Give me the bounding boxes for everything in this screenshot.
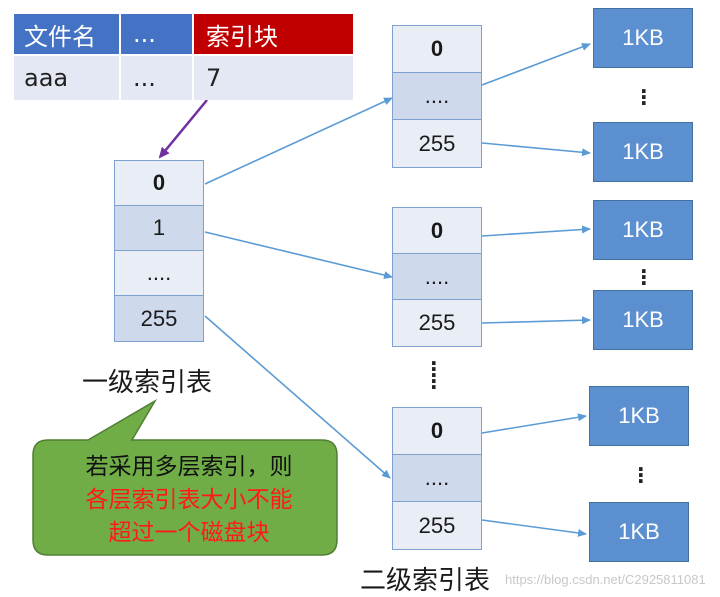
level1-cell: .... [115,251,203,296]
level2-cell: 0 [393,26,481,73]
callout-line-2: 各层索引表大小不能 [85,487,293,513]
level2-cell: 0 [393,408,481,455]
vertical-ellipsis: ····· [430,351,438,399]
callout-line-1: 若采用多层索引，则 [85,454,293,480]
level2-table-label: 二级索引表 [360,566,491,596]
data-block: 1KB [589,386,689,446]
data-block: 1KB [593,8,693,68]
vertical-ellipsis: ··· [637,457,645,493]
level2-cell: .... [393,254,481,300]
level2-to-block-arrow-4 [481,413,587,434]
level1-cell: 255 [115,296,203,341]
file-table-header-index-block: 索引块 [194,14,353,54]
level1-to-level2-arrow-0 [204,97,393,185]
level1-cell: 1 [115,206,203,251]
data-block: 1KB [593,200,693,260]
level2-cell: .... [393,455,481,502]
file-table-cell-index-block: 7 [194,56,353,100]
level2-cell: 255 [393,120,481,167]
file-table-header-ellipsis: ... [121,14,192,54]
level2-to-block-arrow-5 [481,519,587,537]
vertical-ellipsis: ··· [640,79,648,115]
data-block: 1KB [593,122,693,182]
level2-to-block-arrow-3 [481,316,591,325]
level2-index-table: 0 .... 255 [392,25,482,168]
level2-to-block-arrow-1 [481,142,591,157]
level2-index-table: 0 .... 255 [392,407,482,550]
level2-to-block-arrow-0 [481,43,591,86]
level1-cell: 0 [115,161,203,206]
level1-table-label: 一级索引表 [82,368,213,398]
level2-cell: 255 [393,300,481,346]
callout-line-3: 超过一个磁盘块 [108,520,270,546]
data-block: 1KB [593,290,693,350]
index-block-pointer-arrow [158,99,208,159]
callout-text: 若采用多层索引，则 各层索引表大小不能 超过一个磁盘块 [44,451,334,550]
level2-cell: 255 [393,502,481,549]
data-block: 1KB [589,502,689,562]
level2-index-table: 0 .... 255 [392,207,482,347]
file-table-header-filename: 文件名 [14,14,119,54]
file-table-cell-filename: aaa [14,56,119,100]
level1-to-level2-arrow-2 [204,315,391,479]
level2-to-block-arrow-2 [481,225,591,237]
vertical-ellipsis: ··· [640,259,648,295]
file-table-cell-ellipsis: ... [121,56,192,100]
level2-cell: .... [393,73,481,120]
watermark-text: https://blog.csdn.net/C2925811081 [505,572,706,587]
level1-to-level2-arrow-1 [204,231,393,280]
level1-index-table: 0 1 .... 255 [114,160,204,342]
callout-bubble [32,398,338,556]
level2-cell: 0 [393,208,481,254]
